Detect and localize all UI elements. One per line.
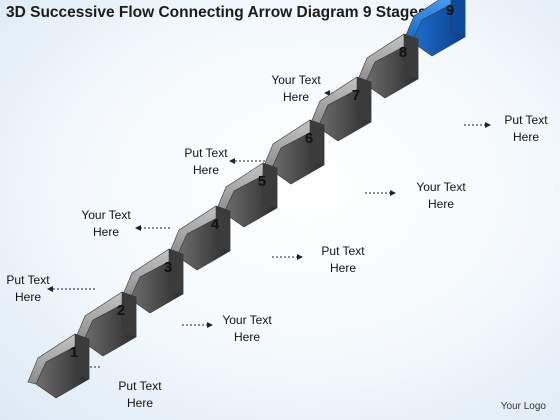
stage-label-line1: Your Text (81, 208, 131, 222)
stage-label-line2: Here (192, 163, 219, 177)
stage-number-4: 4 (211, 216, 220, 233)
arrow-side-face (403, 33, 419, 80)
stage-number-9: 9 (446, 2, 454, 19)
stage-label-line2: Here (427, 197, 454, 211)
stage-label-line1: Put Text (321, 244, 365, 258)
arrow-side-face (262, 162, 278, 209)
stage-label-line2: Here (233, 330, 260, 344)
arrow-side-face (74, 333, 90, 380)
stage-number-3: 3 (164, 259, 172, 276)
stage-label-line1: Your Text (416, 180, 466, 194)
stage-arrow-4 (168, 205, 231, 271)
stage-label-line1: Put Text (6, 273, 50, 287)
stage-label-line2: Here (282, 90, 309, 104)
stage-number-1: 1 (70, 344, 78, 361)
stage-arrow-7 (309, 76, 372, 142)
arrow-side-face (121, 291, 137, 338)
arrow-side-face (356, 76, 372, 123)
stage-arrow-1 (27, 333, 90, 399)
stage-label-line2: Here (92, 225, 119, 239)
stage-label-line2: Here (512, 130, 539, 144)
stage-number-6: 6 (305, 130, 313, 147)
logo-text: Your Logo (500, 401, 546, 412)
stage-label-line2: Here (14, 290, 41, 304)
stage-label-line2: Here (126, 396, 153, 410)
stage-number-7: 7 (352, 87, 360, 104)
arrow-side-face (168, 248, 184, 295)
arrow-side-face (215, 205, 231, 252)
diagram-title: 3D Successive Flow Connecting Arrow Diag… (6, 4, 427, 21)
stage-number-5: 5 (258, 173, 266, 190)
stage-label-line1: Put Text (118, 379, 162, 393)
stage-label-line1: Your Text (222, 313, 272, 327)
stage-label-line1: Put Text (504, 113, 548, 127)
arrow-side-face (450, 0, 466, 38)
stage-number-8: 8 (399, 44, 407, 61)
stage-label-line1: Your Text (271, 73, 321, 87)
stage-label-line2: Here (329, 261, 356, 275)
stage-arrow-5 (215, 162, 278, 228)
stage-label-line1: Put Text (184, 146, 228, 160)
stage-arrow-8 (356, 33, 419, 99)
stage-number-2: 2 (117, 302, 125, 319)
stage-arrow-2 (74, 291, 137, 357)
arrow-side-face (309, 119, 325, 166)
